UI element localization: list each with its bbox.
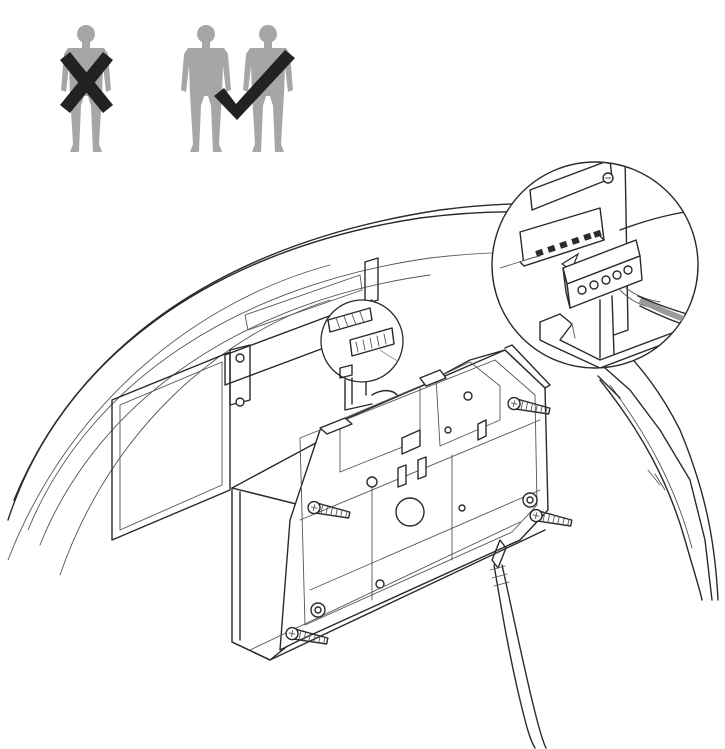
power-cable	[489, 539, 547, 749]
frame-continuation	[597, 367, 713, 601]
socket-pins	[535, 229, 602, 257]
wall-bracket-panel	[111, 257, 379, 541]
connector-detail-large	[491, 161, 699, 369]
check-mark-icon	[214, 50, 295, 120]
plug-screws	[577, 265, 633, 295]
two-persons-right-icon	[181, 25, 293, 152]
cross-mark-icon	[60, 52, 113, 113]
connector-detail-small	[320, 299, 404, 383]
